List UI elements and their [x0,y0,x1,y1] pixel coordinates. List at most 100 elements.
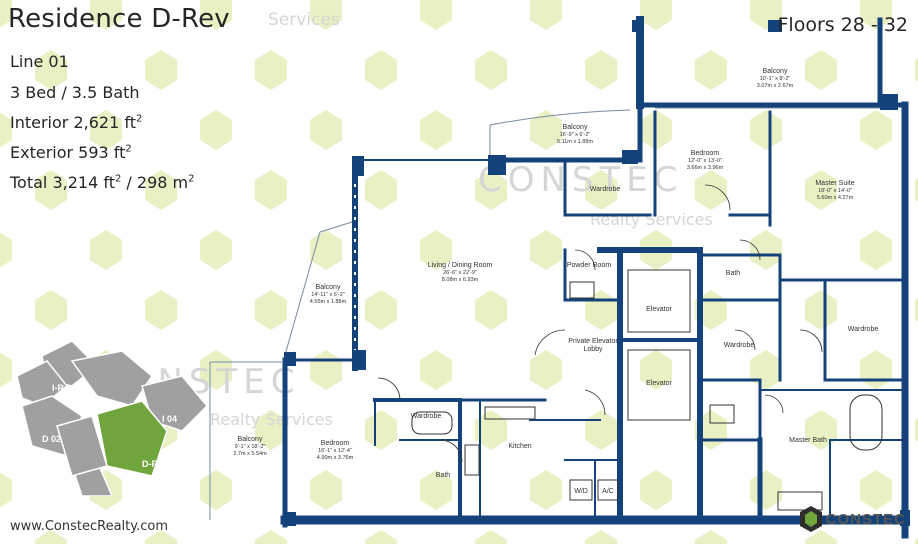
watermark-hex [585,50,617,90]
room-name: Master Bath [789,437,827,444]
room-balcony-top: Balcony 10'-1" x 8'-2" 3.07m x 2.67m [735,68,815,90]
watermark-hex [475,530,507,544]
room-dim-metric: 3.66m x 3.96m [686,164,724,171]
room-elevator-1: Elevator [632,306,686,314]
room-dim: 9'-1" x 18'-2" [234,444,266,451]
spec-exterior-sup: 2 [125,143,132,155]
room-living: Living / Dining Room 26'-6" x 22'-9" 8.0… [410,262,510,284]
keyplan-unit-ir05: I-R 05 [52,383,77,393]
watermark-hex [145,170,177,210]
watermark-hex [145,290,177,330]
watermark-hex [0,232,12,268]
watermark-hex [310,110,342,150]
room-name: Master Suite [815,180,855,187]
watermark-hex [475,410,507,450]
watermark-hex [200,470,232,510]
watermark-hex [530,350,562,390]
watermark-hex [640,470,672,510]
watermark-hex [915,298,918,322]
room-name: Balcony [562,124,588,131]
watermark-hex [475,290,507,330]
keyplan-unit-dr01: D-R 01 [142,459,171,469]
watermark-hex [255,50,287,90]
room-name: Balcony [315,284,341,291]
watermark-hex [255,410,287,450]
room-dim-metric: 3.07m x 2.67m [756,82,794,89]
room-kitchen: Kitchen [500,443,540,451]
watermark-hex [915,538,918,544]
room-wd: W/D [570,488,592,496]
watermark-hex [365,50,397,90]
room-name: Bedroom [690,150,720,157]
watermark-hex [915,418,918,442]
watermark-hex [750,110,782,150]
watermark-hex [530,230,562,270]
room-name: Bath [725,270,741,277]
room-balcony-upper: Balcony 16'-9" x 6'-2" 5.11m x 1.88m [535,124,615,146]
watermark-hex [90,110,122,150]
room-dim: 26'-6" x 22'-9" [443,270,477,277]
room-bedroom-top: Bedroom 12'-0" x 13'-0" 3.66m x 3.96m [665,150,745,172]
watermark-hex [750,230,782,270]
watermark-hex [365,530,397,544]
spec-total: Total 3,214 ft2 / 298 m2 [10,173,195,192]
watermark-hex [365,410,397,450]
watermark-hex [530,0,562,30]
room-master-suite: Master Suite 18'-0" x 14'-0" 5.60m x 4.2… [790,180,880,202]
watermark-hex [860,0,892,30]
logo-text: CONSTEC [825,510,906,528]
watermark-hex [530,470,562,510]
website-link[interactable]: www.ConstecRealty.com [10,519,168,534]
watermark-hex [420,350,452,390]
page-title: Residence D-Rev [8,4,230,34]
watermark-hex [365,170,397,210]
watermark-hex [915,58,918,82]
watermark-hex [200,350,232,390]
watermark-hex [585,530,617,544]
spec-line: Line 01 [10,52,69,71]
watermark-hex [200,230,232,270]
spec-interior-text: Interior 2,621 ft [10,113,136,132]
room-name: Elevator [646,380,672,387]
watermark-hex [805,170,837,210]
watermark-hex [805,290,837,330]
room-name: W/D [574,488,588,495]
room-dim: 12'-0" x 13'-0" [688,158,722,165]
room-balcony-bottom: Balcony 9'-1" x 18'-2" 2.7m x 5.54m [220,436,280,458]
room-bedroom-bottom: Bedroom 16'-1" x 12'-4" 4.90m x 3.76m [300,440,370,462]
keyplan-unit-d02: D 02 [42,434,62,444]
watermark-hex [805,50,837,90]
room-dim-metric: 2.7m x 5.54m [233,450,267,457]
room-powder: Powder Room [562,262,616,270]
watermark-hex [915,178,918,202]
room-dim-metric: 4.90m x 3.76m [316,454,354,461]
watermark-hex [35,530,67,544]
watermark-hex [420,0,452,30]
logo-mark-icon [799,506,822,532]
room-name: Balcony [762,68,788,75]
watermark-hex [530,110,562,150]
room-dim: 16'-9" x 6'-2" [559,132,591,139]
room-name: Wardrobe [847,326,879,333]
watermark-hex [805,530,837,544]
room-name: Balcony [237,436,263,443]
watermark-brand-top: CONSTEC [478,160,684,200]
room-bath-bottom: Bath [428,472,458,480]
room-name: Wardrobe [723,342,755,349]
room-wardrobe-mid: Wardrobe [712,342,766,350]
watermark-hex [145,50,177,90]
watermark-hex [255,290,287,330]
watermark-hex [640,0,672,30]
watermark-hex [860,110,892,150]
watermark-hex [695,530,727,544]
watermark-hex [90,0,122,30]
watermark-hex [35,50,67,90]
room-ac: A/C [598,488,618,496]
watermark-hex [585,170,617,210]
spec-interior-sup: 2 [135,113,143,125]
room-name: Bedroom [320,440,350,447]
room-balcony-left: Balcony 14'-11" x 6'-2" 4.55m x 1.88m [296,284,360,306]
room-wardrobe-right: Wardrobe [838,326,888,334]
watermark-hex [0,0,12,28]
